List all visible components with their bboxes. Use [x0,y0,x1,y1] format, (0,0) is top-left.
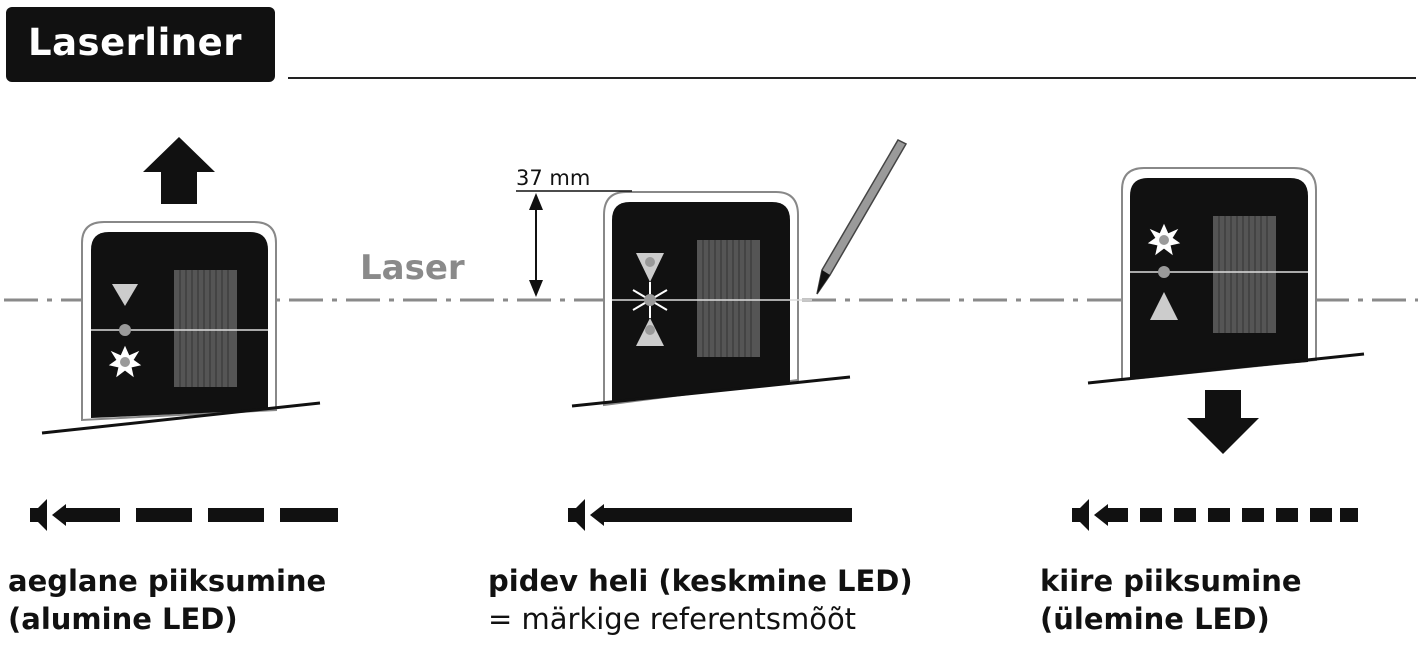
brand-logo: Laserliner [6,7,275,82]
fast-beep-sound [1072,499,1358,531]
brand-name: Laserliner [28,21,242,64]
caption-continuous: pidev heli (keskmine LED) = märkige refe… [488,562,913,638]
caption-line2: (alumine LED) [8,602,238,636]
middle-led [119,324,131,336]
continuous-sound [568,499,852,531]
caption-line2: (ülemine LED) [1040,602,1270,636]
pencil-icon [816,139,908,295]
measurement-indicator [516,190,632,297]
panel-continuous-device [571,191,851,408]
slow-beep-sound [30,499,338,531]
down-led-triangle [1150,292,1178,320]
caption-line1: kiire piiksumine [1040,564,1302,598]
up-led-triangle [636,253,664,282]
caption-line1: aeglane piiksumine [8,564,327,598]
caption-slow-beep: aeglane piiksumine (alumine LED) [8,562,326,638]
caption-line1: pidev heli (keskmine LED) [488,564,913,598]
up-led-triangle [112,284,138,306]
speaker-icon [1072,499,1089,531]
laser-label: Laser [360,248,465,288]
measurement-label: 37 mm [516,166,591,190]
header-rule [288,77,1416,79]
arrow-down-icon [1187,390,1259,454]
panel-fast-beep-device [1087,167,1365,385]
panel-slow-beep-device [41,221,321,435]
speaker-icon [568,499,585,531]
caption-fast-beep: kiire piiksumine (ülemine LED) [1040,562,1302,638]
middle-led [1158,266,1170,278]
arrow-up-icon [143,137,215,204]
caption-line2: = märkige referentsmõõt [488,602,857,636]
speaker-icon [30,499,47,531]
